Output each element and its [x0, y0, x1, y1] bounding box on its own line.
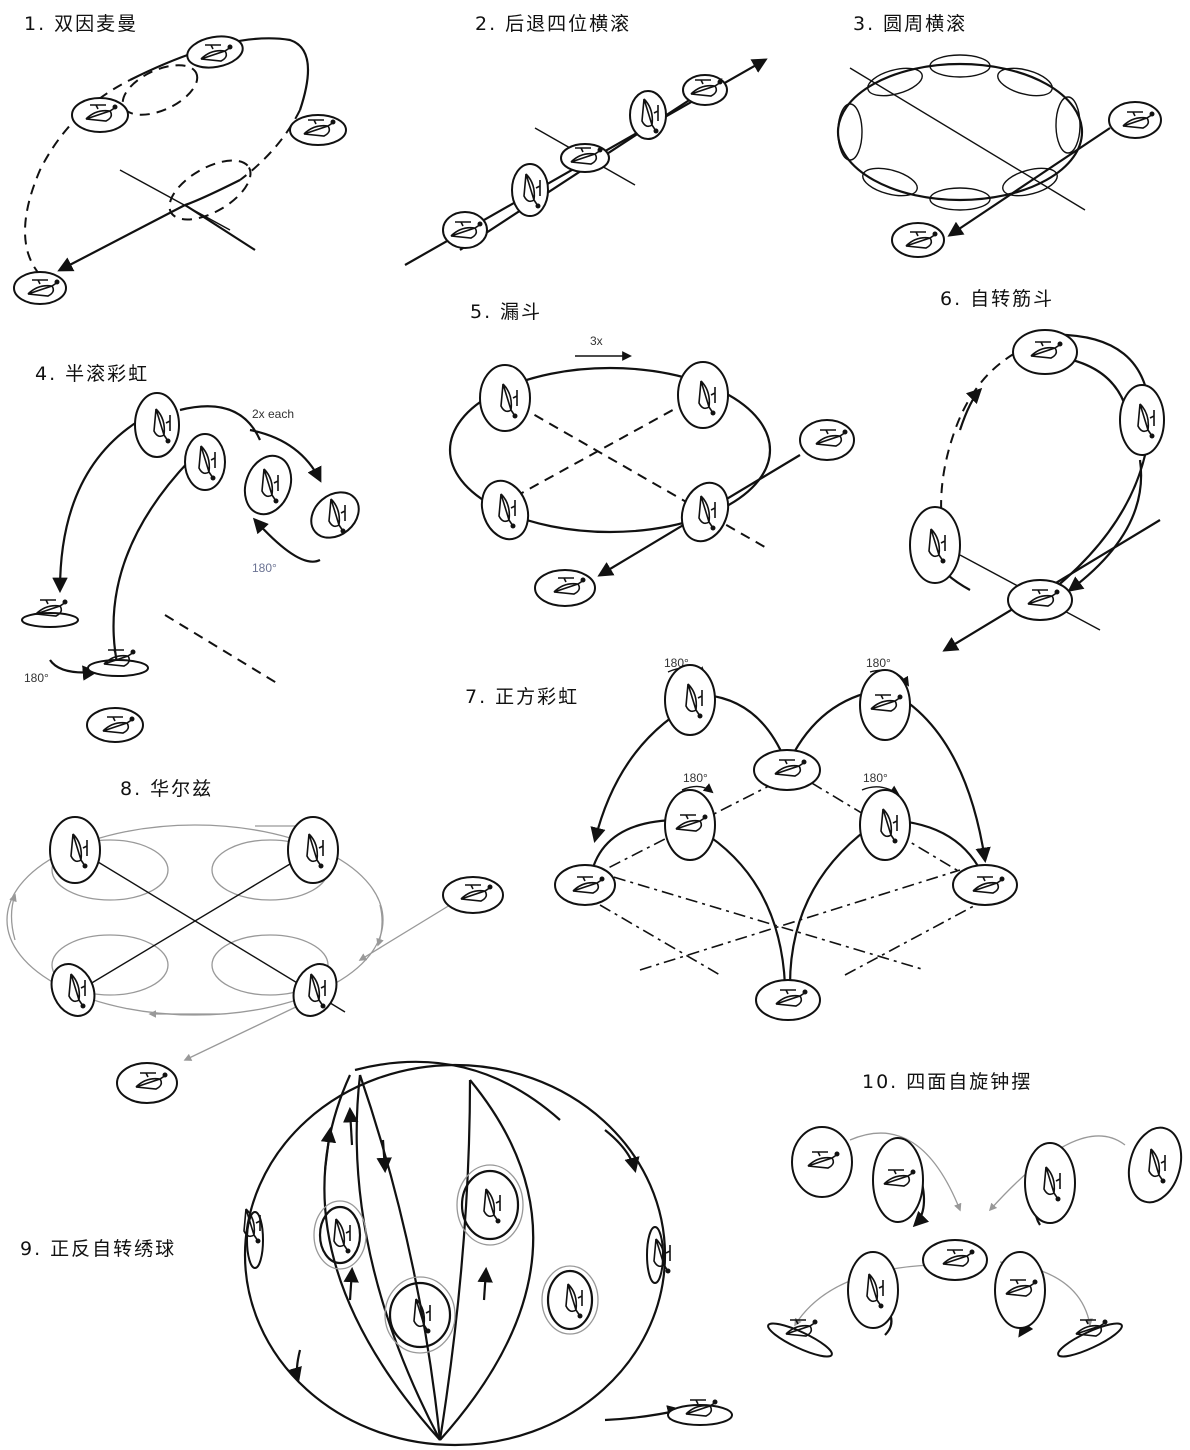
maneuver-7-title: 7. 正方彩虹: [465, 686, 579, 708]
maneuver-8: 8. 华尔兹: [6, 778, 504, 1104]
maneuver-2: 2. 后退四位横滚: [404, 13, 768, 266]
maneuver-6: 6. 自转筋斗: [909, 288, 1165, 652]
maneuver-10-title: 10. 四面自旋钟摆: [862, 1071, 1032, 1093]
maneuver-5: 5. 漏斗 3x: [448, 301, 855, 607]
note-7-180-d: 180°: [863, 771, 888, 785]
maneuver-10: 10. 四面自旋钟摆: [767, 1071, 1183, 1358]
maneuver-4-title: 4. 半滚彩虹: [35, 363, 149, 385]
maneuver-1: 1. 双因麦曼: [13, 13, 347, 305]
maneuver-1-title: 1. 双因麦曼: [24, 13, 138, 35]
maneuver-3: 3. 圆周横滚: [836, 13, 1162, 258]
maneuver-9: 9. 正反自转绣球: [20, 1060, 733, 1447]
note-7-180-c: 180°: [683, 771, 708, 785]
note-2x-each: 2x each: [252, 407, 294, 421]
maneuver-7: 7. 正方彩虹 180° 180° 180° 180°: [465, 656, 1018, 1021]
maneuver-5-title: 5. 漏斗: [470, 301, 542, 323]
maneuver-3-title: 3. 圆周横滚: [853, 13, 967, 35]
maneuver-4: 4. 半滚彩虹 2x each 180° 180°: [21, 363, 360, 743]
maneuver-9-title: 9. 正反自转绣球: [20, 1238, 176, 1260]
maneuver-6-title: 6. 自转筋斗: [940, 288, 1054, 310]
note-7-180-b: 180°: [866, 656, 891, 670]
maneuver-2-title: 2. 后退四位横滚: [475, 13, 631, 35]
note-3x: 3x: [590, 334, 603, 348]
note-180-a: 180°: [252, 561, 277, 575]
note-180-b: 180°: [24, 671, 49, 685]
maneuver-8-title: 8. 华尔兹: [120, 778, 213, 800]
